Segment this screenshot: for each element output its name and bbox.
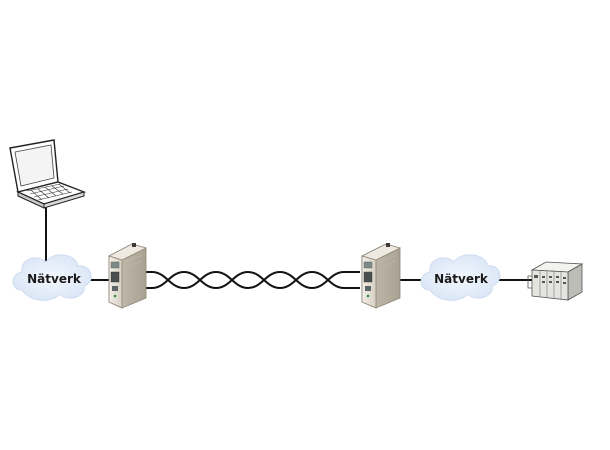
network-cloud-right: Nätverk (420, 254, 501, 301)
ethernet-extender-left (107, 243, 148, 309)
laptop-icon (9, 139, 87, 209)
ethernet-extender-icon (360, 243, 402, 309)
ethernet-extender-right (360, 243, 402, 309)
plc-controller-icon (527, 261, 584, 301)
twisted-pair-cable (145, 270, 360, 290)
network-cloud-left: Nätverk (12, 254, 92, 301)
ethernet-extender-icon (107, 243, 148, 309)
network-label-left: Nätverk (27, 272, 82, 286)
network-label-right: Nätverk (434, 272, 489, 286)
